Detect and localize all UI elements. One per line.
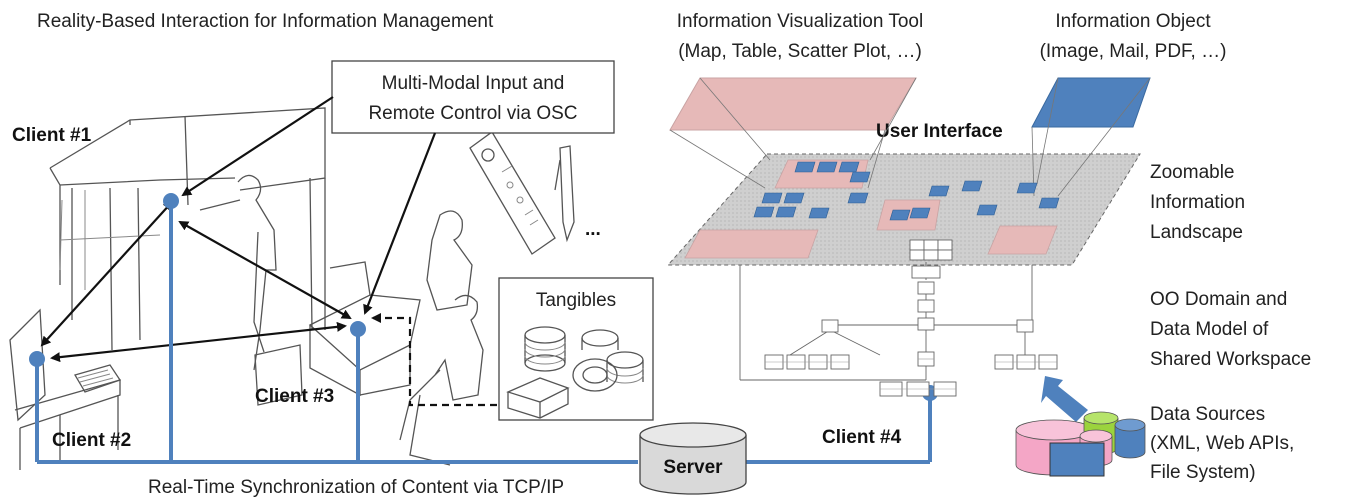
data-model-tree — [739, 239, 1058, 397]
network-lines — [35, 201, 932, 464]
oo-domain-line2: Data Model of — [1150, 319, 1269, 340]
page-title: Reality-Based Interaction for Informatio… — [37, 11, 494, 32]
data-sources-line1: Data Sources — [1150, 404, 1265, 425]
client-arrows — [40, 96, 497, 407]
client1-label: Client #1 — [12, 125, 92, 146]
tangibles-box: Tangibles — [498, 277, 654, 421]
devices-ellipsis: ... — [585, 219, 601, 240]
info-object-line1: Information Object — [1055, 11, 1211, 32]
wii-remote-icon — [469, 131, 556, 255]
client4-label: Client #4 — [822, 427, 902, 448]
data-sources-labels: Data Sources (XML, Web APIs, File System… — [1150, 404, 1294, 483]
desk-sketch — [9, 308, 122, 470]
oo-domain-labels: OO Domain and Data Model of Shared Works… — [1150, 289, 1311, 370]
client1-node — [163, 193, 179, 209]
server-icon: Server — [639, 422, 747, 495]
zoomable-line2: Information — [1150, 192, 1245, 213]
zoomable-line1: Zoomable — [1150, 162, 1235, 183]
zoomable-labels: Zoomable Information Landscape — [1150, 162, 1245, 243]
sync-label: Real-Time Synchronization of Content via… — [148, 477, 564, 498]
multimodal-line1: Multi-Modal Input and — [382, 73, 565, 94]
multimodal-line2: Remote Control via OSC — [368, 103, 577, 124]
data-sources-line3: File System) — [1150, 462, 1256, 483]
info-object-line2: (Image, Mail, PDF, …) — [1040, 41, 1227, 62]
client2-node — [29, 351, 45, 367]
projection-lines — [669, 77, 1151, 197]
data-sources-line2: (XML, Web APIs, — [1150, 433, 1294, 454]
zoomable-line3: Landscape — [1150, 222, 1243, 243]
oo-domain-line3: Shared Workspace — [1150, 349, 1311, 370]
viz-tool-line1: Information Visualization Tool — [677, 11, 923, 32]
client3-label: Client #3 — [255, 386, 334, 407]
multimodal-box: Multi-Modal Input and Remote Control via… — [331, 60, 615, 134]
room-sketch — [9, 107, 575, 470]
data-flow-arrow — [1041, 376, 1088, 422]
pen-icon — [554, 145, 575, 243]
user-interface-label: User Interface — [876, 121, 1003, 142]
database-icon — [1015, 411, 1146, 477]
info-object-shape — [1031, 77, 1151, 128]
landscape-info-objects — [753, 161, 1060, 221]
viz-tool-line2: (Map, Table, Scatter Plot, …) — [678, 41, 922, 62]
coin-stack-icon — [506, 326, 644, 419]
tangibles-label: Tangibles — [536, 290, 616, 311]
wall-display-sketch — [49, 107, 326, 351]
server-label: Server — [663, 457, 723, 478]
seated-people-sketch — [399, 210, 484, 466]
client3-node — [350, 321, 366, 337]
client2-label: Client #2 — [52, 430, 131, 451]
oo-domain-line1: OO Domain and — [1150, 289, 1287, 310]
